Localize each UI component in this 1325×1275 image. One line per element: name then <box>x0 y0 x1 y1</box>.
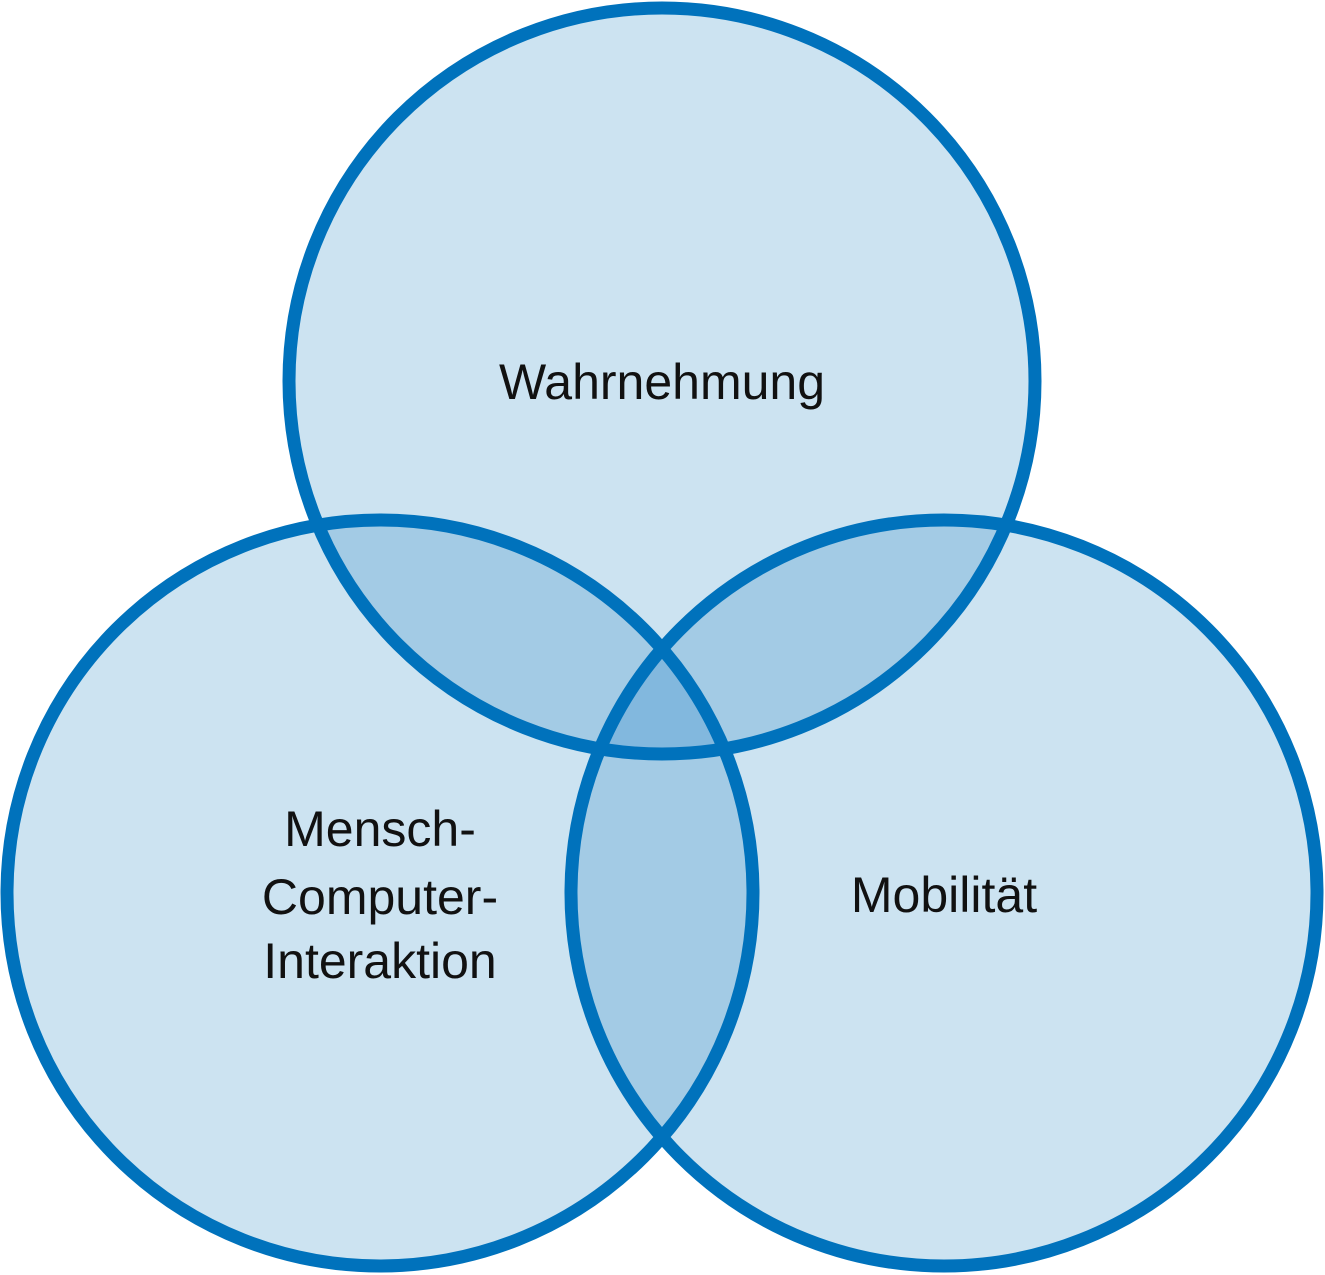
overlap-top-left <box>289 520 753 754</box>
label-mobilitaet: Mobilität <box>851 867 1037 923</box>
circle-outline-left <box>0 513 760 1273</box>
label-interaktion: Interaktion <box>263 933 496 989</box>
overlap-top-right <box>571 520 1035 754</box>
circle-outline-top <box>282 1 1042 761</box>
label-computer: Computer- <box>262 869 498 925</box>
label-wahrnehmung: Wahrnehmung <box>499 354 825 410</box>
circle-outline-right <box>564 513 1324 1273</box>
label-mensch: Mensch- <box>284 801 476 857</box>
